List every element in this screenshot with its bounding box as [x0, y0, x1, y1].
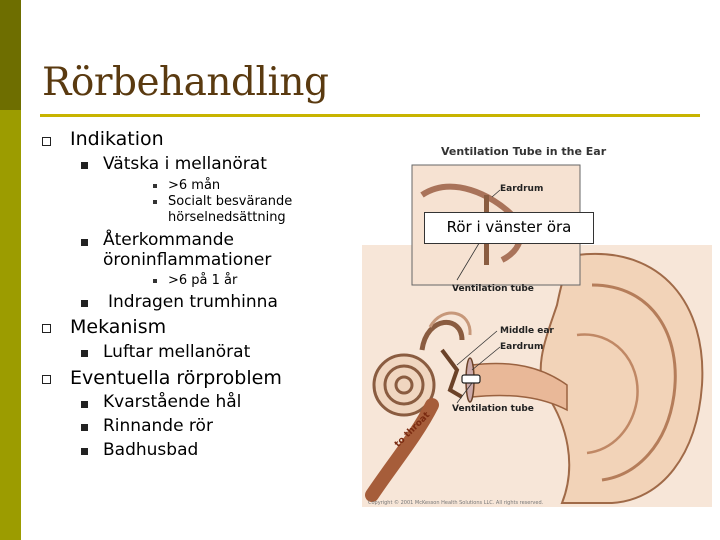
leader-line: [456, 330, 498, 366]
label-ventilation-tube-top: Ventilation tube: [452, 284, 534, 294]
semicircular-canal: [419, 320, 465, 351]
bullet-kvarstaende: Kvarstående hål: [103, 392, 242, 412]
bullet-eventuella: Eventuella rörproblem: [70, 367, 282, 389]
bullet-marker-filled: [81, 300, 88, 307]
figure-credit: Copyright © 2001 McKesson Health Solutio…: [368, 500, 544, 506]
bullet-marker-small: [153, 279, 157, 283]
auricle-shape: [539, 252, 704, 504]
slide-title: Rörbehandling: [42, 60, 329, 105]
eustachian-tube: [365, 398, 439, 502]
semicircular-canal-2: [428, 311, 472, 336]
slide-left-bar: [0, 0, 21, 540]
label-middle-ear: Middle ear: [500, 326, 554, 336]
ossicles: [440, 348, 464, 399]
cochlea-outer: [372, 353, 436, 417]
bullet-marker-filled: [81, 424, 88, 431]
label-eardrum-bottom: Eardrum: [500, 342, 544, 352]
ear-canal: [471, 362, 568, 412]
bullet-marker-square: [42, 324, 51, 333]
bullet-marker-filled: [81, 448, 88, 455]
slide-left-bar-top: [0, 0, 21, 110]
bullet-marker-filled: [81, 350, 88, 357]
bullet-marker-small: [153, 184, 157, 188]
title-underline: [40, 114, 700, 117]
bullet-mekanism: Mekanism: [70, 316, 167, 338]
bullet-list: Indikation Vätska i mellanörat >6 mån So…: [42, 128, 293, 460]
bullet-vatska: Vätska i mellanörat: [103, 154, 267, 174]
label-ventilation-tube-bottom: Ventilation tube: [452, 404, 534, 414]
bullet-marker-small: [153, 200, 157, 204]
bullet-marker-filled: [81, 162, 88, 169]
leader-line: [491, 189, 501, 198]
bullet-rinnande: Rinnande rör: [103, 416, 213, 436]
label-eardrum-top: Eardrum: [500, 184, 544, 194]
leader-line: [456, 382, 473, 404]
overlay-label-box: Rör i vänster öra: [424, 212, 594, 244]
bullet-badhusbad: Badhusbad: [103, 440, 199, 460]
bullet-marker-filled: [81, 401, 88, 408]
ventilation-tube: [461, 374, 481, 384]
bullet-marker-square: [42, 137, 51, 146]
cochlea-inner: [394, 375, 414, 395]
bullet-indragen: Indragen trumhinna: [108, 292, 278, 312]
bullet-ar: >6 på 1 år: [168, 273, 238, 288]
cochlea-middle: [383, 364, 425, 406]
bullet-marker-square: [42, 375, 51, 384]
bullet-man: >6 mån: [168, 178, 221, 193]
bullet-luftar: Luftar mellanörat: [103, 342, 251, 362]
bullet-marker-filled: [81, 239, 88, 246]
bullet-aterkommande-line2: öroninflammationer: [103, 250, 272, 270]
leader-line: [471, 346, 501, 371]
bullet-indikation: Indikation: [70, 128, 164, 150]
auricle-fold: [591, 283, 677, 482]
auricle-inner-fold: [576, 333, 639, 455]
bullet-socialt-line1: Socialt besvärande: [168, 194, 293, 209]
bullet-aterkommande-line1: Återkommande: [103, 230, 234, 250]
bullet-socialt-line2: hörselnedsättning: [168, 210, 286, 225]
figure-caption: Ventilation Tube in the Ear: [441, 145, 607, 158]
